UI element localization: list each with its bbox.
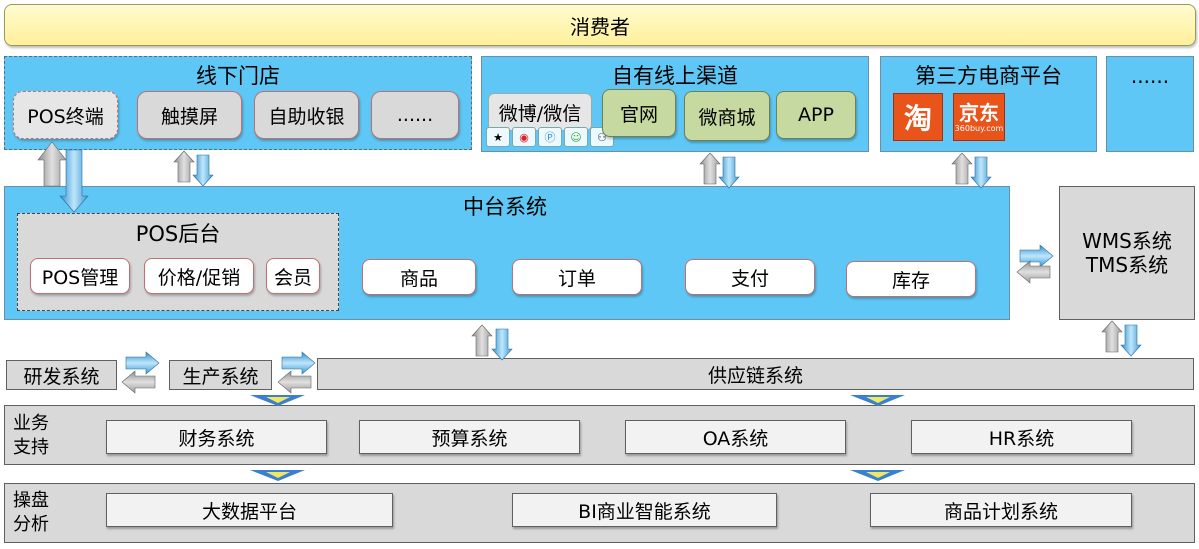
consumer-bar: 消费者 <box>4 4 1196 46</box>
touchscreen[interactable]: 触摸屏 <box>137 91 242 139</box>
analysis-panel: 操盘 分析 大数据平台 BI商业智能系统 商品计划系统 <box>4 483 1195 543</box>
offline-stores-title: 线下门店 <box>196 64 280 88</box>
offline-more[interactable]: ...... <box>371 91 459 139</box>
weibo-wechat[interactable]: 微博/微信 <box>488 93 592 131</box>
taobao-logo[interactable]: 淘 <box>893 93 943 141</box>
online-channels-title: 自有线上渠道 <box>612 64 738 88</box>
member[interactable]: 会员 <box>266 258 320 294</box>
oa-system[interactable]: OA系统 <box>625 420 846 454</box>
bi-system[interactable]: BI商业智能系统 <box>512 493 777 527</box>
analysis-label: 操盘 分析 <box>13 489 49 537</box>
jd-logo-text: 京东 <box>959 100 999 125</box>
analysis-label-line2: 分析 <box>13 514 49 535</box>
social-icons: ★ ◉ Ⓟ ☺ ⚇ <box>486 127 614 147</box>
wechat-icon: ☺ <box>564 127 588 147</box>
supply-chain-system: 供应链系统 <box>317 358 1194 390</box>
weibo-icon: ◉ <box>512 127 536 147</box>
price-promotion[interactable]: 价格/促销 <box>144 258 254 294</box>
touchscreen-sync-arrows <box>173 150 214 187</box>
online-sync-arrows <box>699 152 740 189</box>
finance-system[interactable]: 财务系统 <box>106 420 327 454</box>
product-planning-system[interactable]: 商品计划系统 <box>870 493 1132 527</box>
middle-wms-arrows <box>1016 244 1054 284</box>
middle-platform-title: 中台系统 <box>463 195 547 219</box>
module-payment[interactable]: 支付 <box>685 259 815 295</box>
wms-supplychain-arrows <box>1101 320 1142 357</box>
pos-backend-title: POS后台 <box>135 222 221 246</box>
offline-stores-panel: 线下门店 POS终端 触摸屏 自助收银 ...... <box>4 56 472 150</box>
budget-system[interactable]: 预算系统 <box>359 420 580 454</box>
business-support-label-line2: 支持 <box>13 437 49 458</box>
online-channels-panel: 自有线上渠道 微博/微信 ★ ◉ Ⓟ ☺ ⚇ 官网 微商城 APP <box>481 56 869 152</box>
official-site[interactable]: 官网 <box>602 89 676 137</box>
business-support-label-line1: 业务 <box>13 413 49 434</box>
pos-terminal[interactable]: POS终端 <box>13 91 118 139</box>
supplychain-sync-arrows <box>471 324 513 361</box>
business-support-label: 业务 支持 <box>13 412 49 460</box>
more-channels-label: ...... <box>1130 64 1170 88</box>
module-goods[interactable]: 商品 <box>362 259 476 295</box>
module-inventory[interactable]: 库存 <box>846 261 976 297</box>
p-icon: Ⓟ <box>538 127 562 147</box>
module-order[interactable]: 订单 <box>512 259 642 295</box>
chevron-down-icon <box>850 470 905 481</box>
production-supply-arrows <box>277 351 316 394</box>
middle-platform-panel: 中台系统 POS后台 POS管理 价格/促销 会员 商品 订单 支付 库存 <box>4 186 1010 320</box>
pos-backend-panel: POS后台 POS管理 价格/促销 会员 <box>17 213 339 311</box>
rd-production-arrows <box>121 351 160 394</box>
big-data-platform[interactable]: 大数据平台 <box>106 493 393 527</box>
pos-management[interactable]: POS管理 <box>30 258 130 294</box>
thirdparty-sync-arrows <box>951 152 992 189</box>
wms-tms-box: WMS系统 TMS系统 <box>1059 186 1195 320</box>
micro-mall[interactable]: 微商城 <box>684 91 770 141</box>
analysis-label-line1: 操盘 <box>13 490 49 511</box>
production-system: 生产系统 <box>169 360 272 390</box>
consumer-label: 消费者 <box>570 14 630 39</box>
hr-system[interactable]: HR系统 <box>911 420 1132 454</box>
chevron-down-icon <box>250 470 305 481</box>
more-channels-panel: ...... <box>1106 56 1194 152</box>
star-icon: ★ <box>486 127 510 147</box>
third-party-title: 第三方电商平台 <box>915 64 1062 88</box>
jd-logo-url: 360buy.com <box>954 123 1004 133</box>
self-checkout[interactable]: 自助收银 <box>254 91 359 139</box>
business-support-panel: 业务 支持 财务系统 预算系统 OA系统 HR系统 <box>4 405 1195 465</box>
app-button[interactable]: APP <box>776 91 856 139</box>
rd-system: 研发系统 <box>6 360 117 390</box>
jd-logo[interactable]: 京东 360buy.com <box>953 93 1005 141</box>
tms-label: TMS系统 <box>1085 253 1169 277</box>
wms-label: WMS系统 <box>1082 229 1172 253</box>
third-party-panel: 第三方电商平台 淘 京东 360buy.com <box>880 56 1097 152</box>
